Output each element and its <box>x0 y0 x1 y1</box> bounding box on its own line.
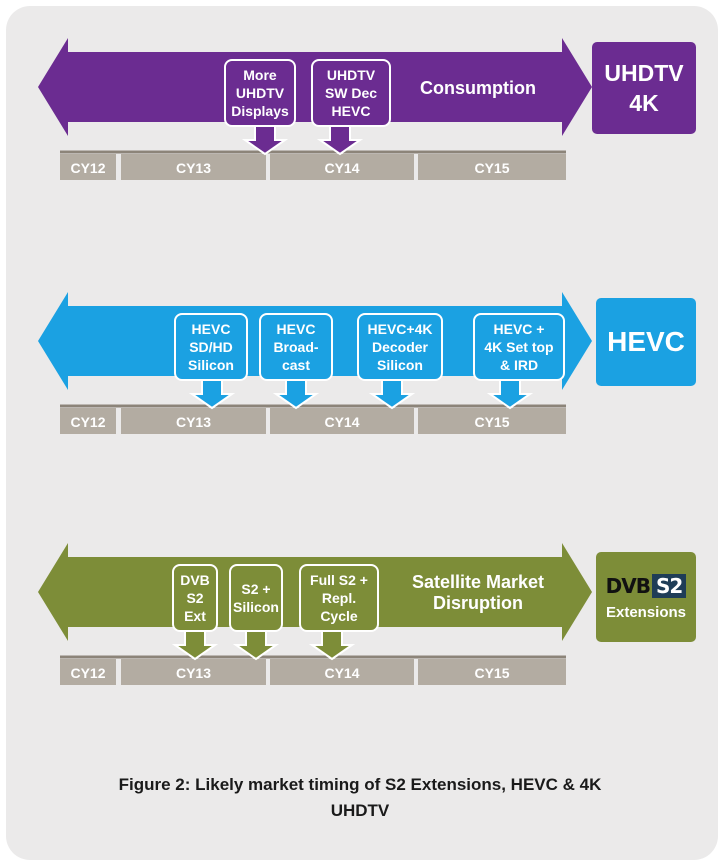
year-label: CY15 <box>474 160 509 176</box>
milestone-arrow <box>188 377 236 410</box>
milestone-label: Decoder <box>372 339 429 355</box>
year-segment-cy15 <box>418 408 566 434</box>
milestone-box <box>311 59 391 127</box>
year-label: CY15 <box>474 414 509 430</box>
milestone-arrow <box>316 123 364 156</box>
milestone-arrow <box>171 628 219 661</box>
year-segment-cy13 <box>121 659 266 685</box>
milestone-box <box>224 59 296 127</box>
year-label: CY14 <box>324 414 359 430</box>
arrow-label: Consumption <box>420 78 536 98</box>
milestone-label: HEVC <box>332 103 371 119</box>
figure-caption: Figure 2: Likely market timing of S2 Ext… <box>118 775 602 820</box>
milestone-label: 4K Set top <box>484 339 553 355</box>
year-segment-cy15 <box>418 659 566 685</box>
milestone-label: More <box>243 67 277 83</box>
milestone-box <box>172 564 218 632</box>
year-label: CY14 <box>324 160 359 176</box>
year-label: CY12 <box>70 160 105 176</box>
milestone-box <box>229 564 283 632</box>
milestone-label: SD/HD <box>189 339 233 355</box>
milestone-label: & IRD <box>500 357 538 373</box>
milestone-label: Broad- <box>273 339 318 355</box>
year-label: CY12 <box>70 665 105 681</box>
milestone-label: HEVC + <box>494 321 545 337</box>
milestone-arrow <box>241 123 289 156</box>
milestone-box <box>357 313 443 381</box>
milestone-label: Ext <box>184 608 206 624</box>
side-label-line: 4K <box>629 90 659 116</box>
milestone-arrow <box>308 628 356 661</box>
milestone-label: Displays <box>231 103 289 119</box>
year-segment-cy12 <box>60 154 116 180</box>
milestone-label: Silicon <box>377 357 423 373</box>
side-label-line: UHDTV <box>604 60 684 86</box>
year-segment-cy13 <box>121 408 266 434</box>
year-label: CY13 <box>176 414 211 430</box>
milestone-box <box>259 313 333 381</box>
milestone-arrow <box>368 377 416 410</box>
milestone-label: cast <box>282 357 310 373</box>
year-segment-cy15 <box>418 154 566 180</box>
milestone-label: DVB <box>180 572 210 588</box>
year-label: CY12 <box>70 414 105 430</box>
year-label: CY13 <box>176 665 211 681</box>
side-label-line: Extensions <box>605 603 687 621</box>
milestone-label: S2 + <box>241 581 270 597</box>
year-label: CY14 <box>324 665 359 681</box>
milestone-label: SW Dec <box>325 85 377 101</box>
milestone-label: Silicon <box>188 357 234 373</box>
milestone-label: HEVC+4K <box>368 321 433 337</box>
uhdtv-4k-box: UHDTV 4K <box>592 42 696 134</box>
side-label-line: HEVC <box>607 326 685 357</box>
year-segment-cy14 <box>270 408 414 434</box>
year-segment-cy14 <box>270 154 414 180</box>
milestone-label: Cycle <box>320 608 358 624</box>
year-label: CY15 <box>474 665 509 681</box>
milestone-label: UHDTV <box>327 67 376 83</box>
year-segment-cy13 <box>121 154 266 180</box>
year-segment-cy12 <box>60 408 116 434</box>
arrow-label: Disruption <box>433 593 523 613</box>
milestone-label: HEVC <box>277 321 316 337</box>
milestone-label: S2 <box>186 590 203 606</box>
milestone-label: UHDTV <box>236 85 285 101</box>
milestone-label: Repl. <box>322 590 356 606</box>
milestone-arrow <box>486 377 534 410</box>
hevc-box: HEVC <box>596 298 696 386</box>
milestone-arrow <box>232 628 280 661</box>
milestone-box <box>299 564 379 632</box>
year-label: CY13 <box>176 160 211 176</box>
milestone-label: Silicon <box>233 599 279 615</box>
s2-logo-text: S2 <box>652 573 687 598</box>
dvb-logo-text: DVB <box>605 573 651 598</box>
milestone-box <box>174 313 248 381</box>
year-segment-cy12 <box>60 659 116 685</box>
milestone-label: HEVC <box>192 321 231 337</box>
year-segment-cy14 <box>270 659 414 685</box>
milestone-label: Full S2 + <box>310 572 368 588</box>
arrow-label: Satellite Market <box>412 572 544 592</box>
milestone-arrow <box>272 377 320 410</box>
milestone-box <box>473 313 565 381</box>
